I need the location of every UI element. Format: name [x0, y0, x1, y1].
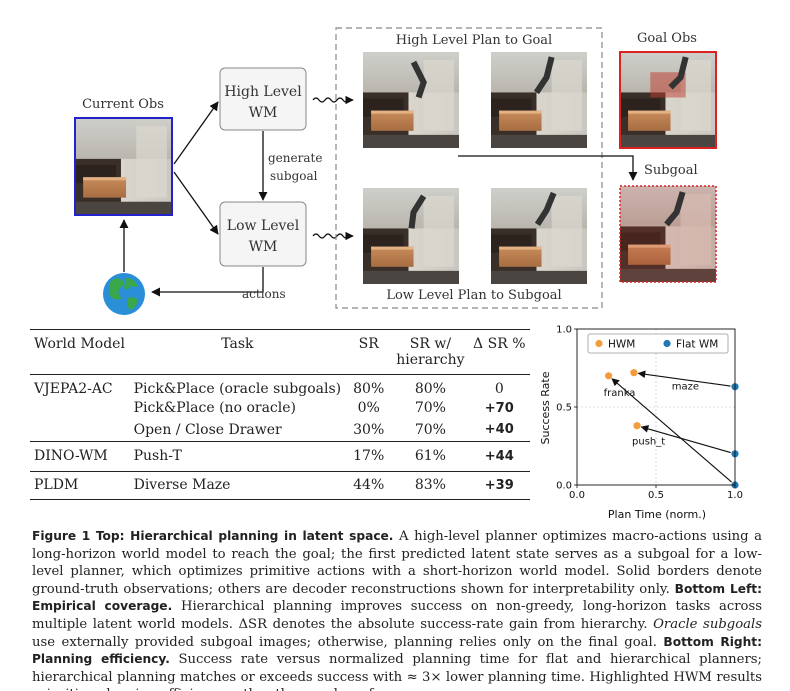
y-tick-label: 0.0: [556, 481, 572, 492]
generate-subgoal-label: generate: [268, 151, 322, 165]
data-point: [633, 422, 641, 430]
table-row: PLDM Diverse Maze 44% 83% +39: [30, 471, 530, 499]
actions-label: actions: [242, 287, 286, 301]
subgoal-image: [619, 185, 717, 283]
table-row: VJEPA2-AC Pick&Place (oracle subgoals) 8…: [30, 374, 530, 397]
obs-to-low-arrow: [173, 171, 219, 235]
table-header-row: World Model Task SR SR w/hierarchy Δ SR …: [30, 329, 530, 375]
svg-text:WM: WM: [249, 105, 278, 121]
y-tick-label: 1.0: [556, 325, 572, 336]
x-tick-label: 1.0: [727, 490, 743, 501]
efficiency-scatter-plot: franka maze push_t 0.00.0 0.5 0.5 1.0 1.0 HWM F…: [539, 325, 743, 522]
goal-obs-label: Goal Obs: [637, 31, 697, 46]
low-plan-image-2: [491, 188, 587, 284]
subgoal-arrow: [458, 155, 638, 181]
high-plan-image-2: [491, 52, 587, 148]
figure-caption: Figure 1 Top: Hierarchical planning in l…: [32, 529, 763, 691]
low-plan-image-1: [363, 188, 459, 284]
data-point: [605, 372, 613, 380]
caption-bottom-right-heading: Bottom Right: Planning efficiency.: [32, 634, 762, 667]
high-plan-image-1: [363, 52, 459, 148]
high-level-wm-box: High Level WM: [219, 67, 307, 131]
high-squiggle-arrow: [312, 95, 354, 105]
header-sr: SR: [358, 336, 379, 352]
header-world-model: World Model: [34, 336, 125, 352]
low-squiggle-arrow: [312, 231, 354, 241]
point-label: push_t: [632, 437, 665, 448]
low-level-plan-label: Low Level Plan to Subgoal: [386, 288, 561, 303]
x-tick-label: 0.0: [569, 490, 585, 501]
svg-text:High Level: High Level: [224, 84, 302, 100]
header-delta-sr: Δ SR %: [473, 336, 526, 352]
point-label: maze: [672, 382, 699, 393]
y-tick-label: 0.5: [556, 403, 572, 414]
x-tick-label: 0.5: [648, 490, 664, 501]
subgoal-label: Subgoal: [644, 163, 698, 178]
current-obs-label: Current Obs: [82, 97, 164, 112]
plot-frame: [576, 328, 736, 486]
results-table-container: World Model Task SR SR w/hierarchy Δ SR …: [30, 329, 530, 500]
low-level-wm-box: Low Level WM: [219, 201, 307, 267]
improvement-arrow: [611, 378, 732, 483]
legend-marker: [663, 339, 671, 348]
figure-label: Figure 1: [32, 529, 91, 543]
legend-label: Flat WM: [676, 339, 718, 351]
results-table: World Model Task SR SR w/hierarchy Δ SR …: [30, 329, 530, 500]
hierarchical-planning-diagram: Current Obs High Level WM Low Level WM g…: [74, 27, 717, 315]
legend-box: [587, 333, 729, 354]
plan-dashed-box: [335, 27, 603, 309]
goal-obs-image: [619, 51, 717, 149]
data-point: [630, 369, 638, 377]
svg-text:WM: WM: [249, 239, 278, 255]
globe-icon: [103, 273, 145, 315]
table-row: Open / Close Drawer 30% 70% +40: [133, 421, 514, 438]
legend-marker: [595, 339, 603, 348]
caption-bottom-left-heading: Bottom Left: Empirical coverage.: [32, 581, 762, 614]
header-task: Task: [221, 336, 254, 352]
table-row: DINO-WM Push-T 17% 61% +44: [30, 441, 530, 471]
legend-label: HWM: [608, 339, 635, 351]
current-obs-image: [74, 117, 173, 216]
chart-legend: HWM Flat WM: [587, 333, 729, 354]
improvement-arrow: [640, 425, 731, 454]
svg-text:Low Level: Low Level: [227, 218, 300, 234]
actions-arrow: [151, 267, 264, 297]
high-level-plan-label: High Level Plan to Goal: [396, 33, 552, 48]
point-label: franka: [604, 388, 636, 399]
x-axis-label: Plan Time (norm.): [608, 508, 706, 521]
improvement-arrow: [637, 370, 731, 387]
table-row: Pick&Place (no oracle) 0% 70% +70: [133, 400, 514, 416]
obs-to-high-arrow: [173, 101, 219, 165]
y-axis-label: Success Rate: [539, 371, 552, 444]
svg-text:subgoal: subgoal: [270, 169, 318, 183]
caption-top-heading: Top: Hierarchical planning in latent spa…: [95, 529, 394, 543]
header-sr-hierarchy: SR w/hierarchy: [396, 336, 465, 368]
